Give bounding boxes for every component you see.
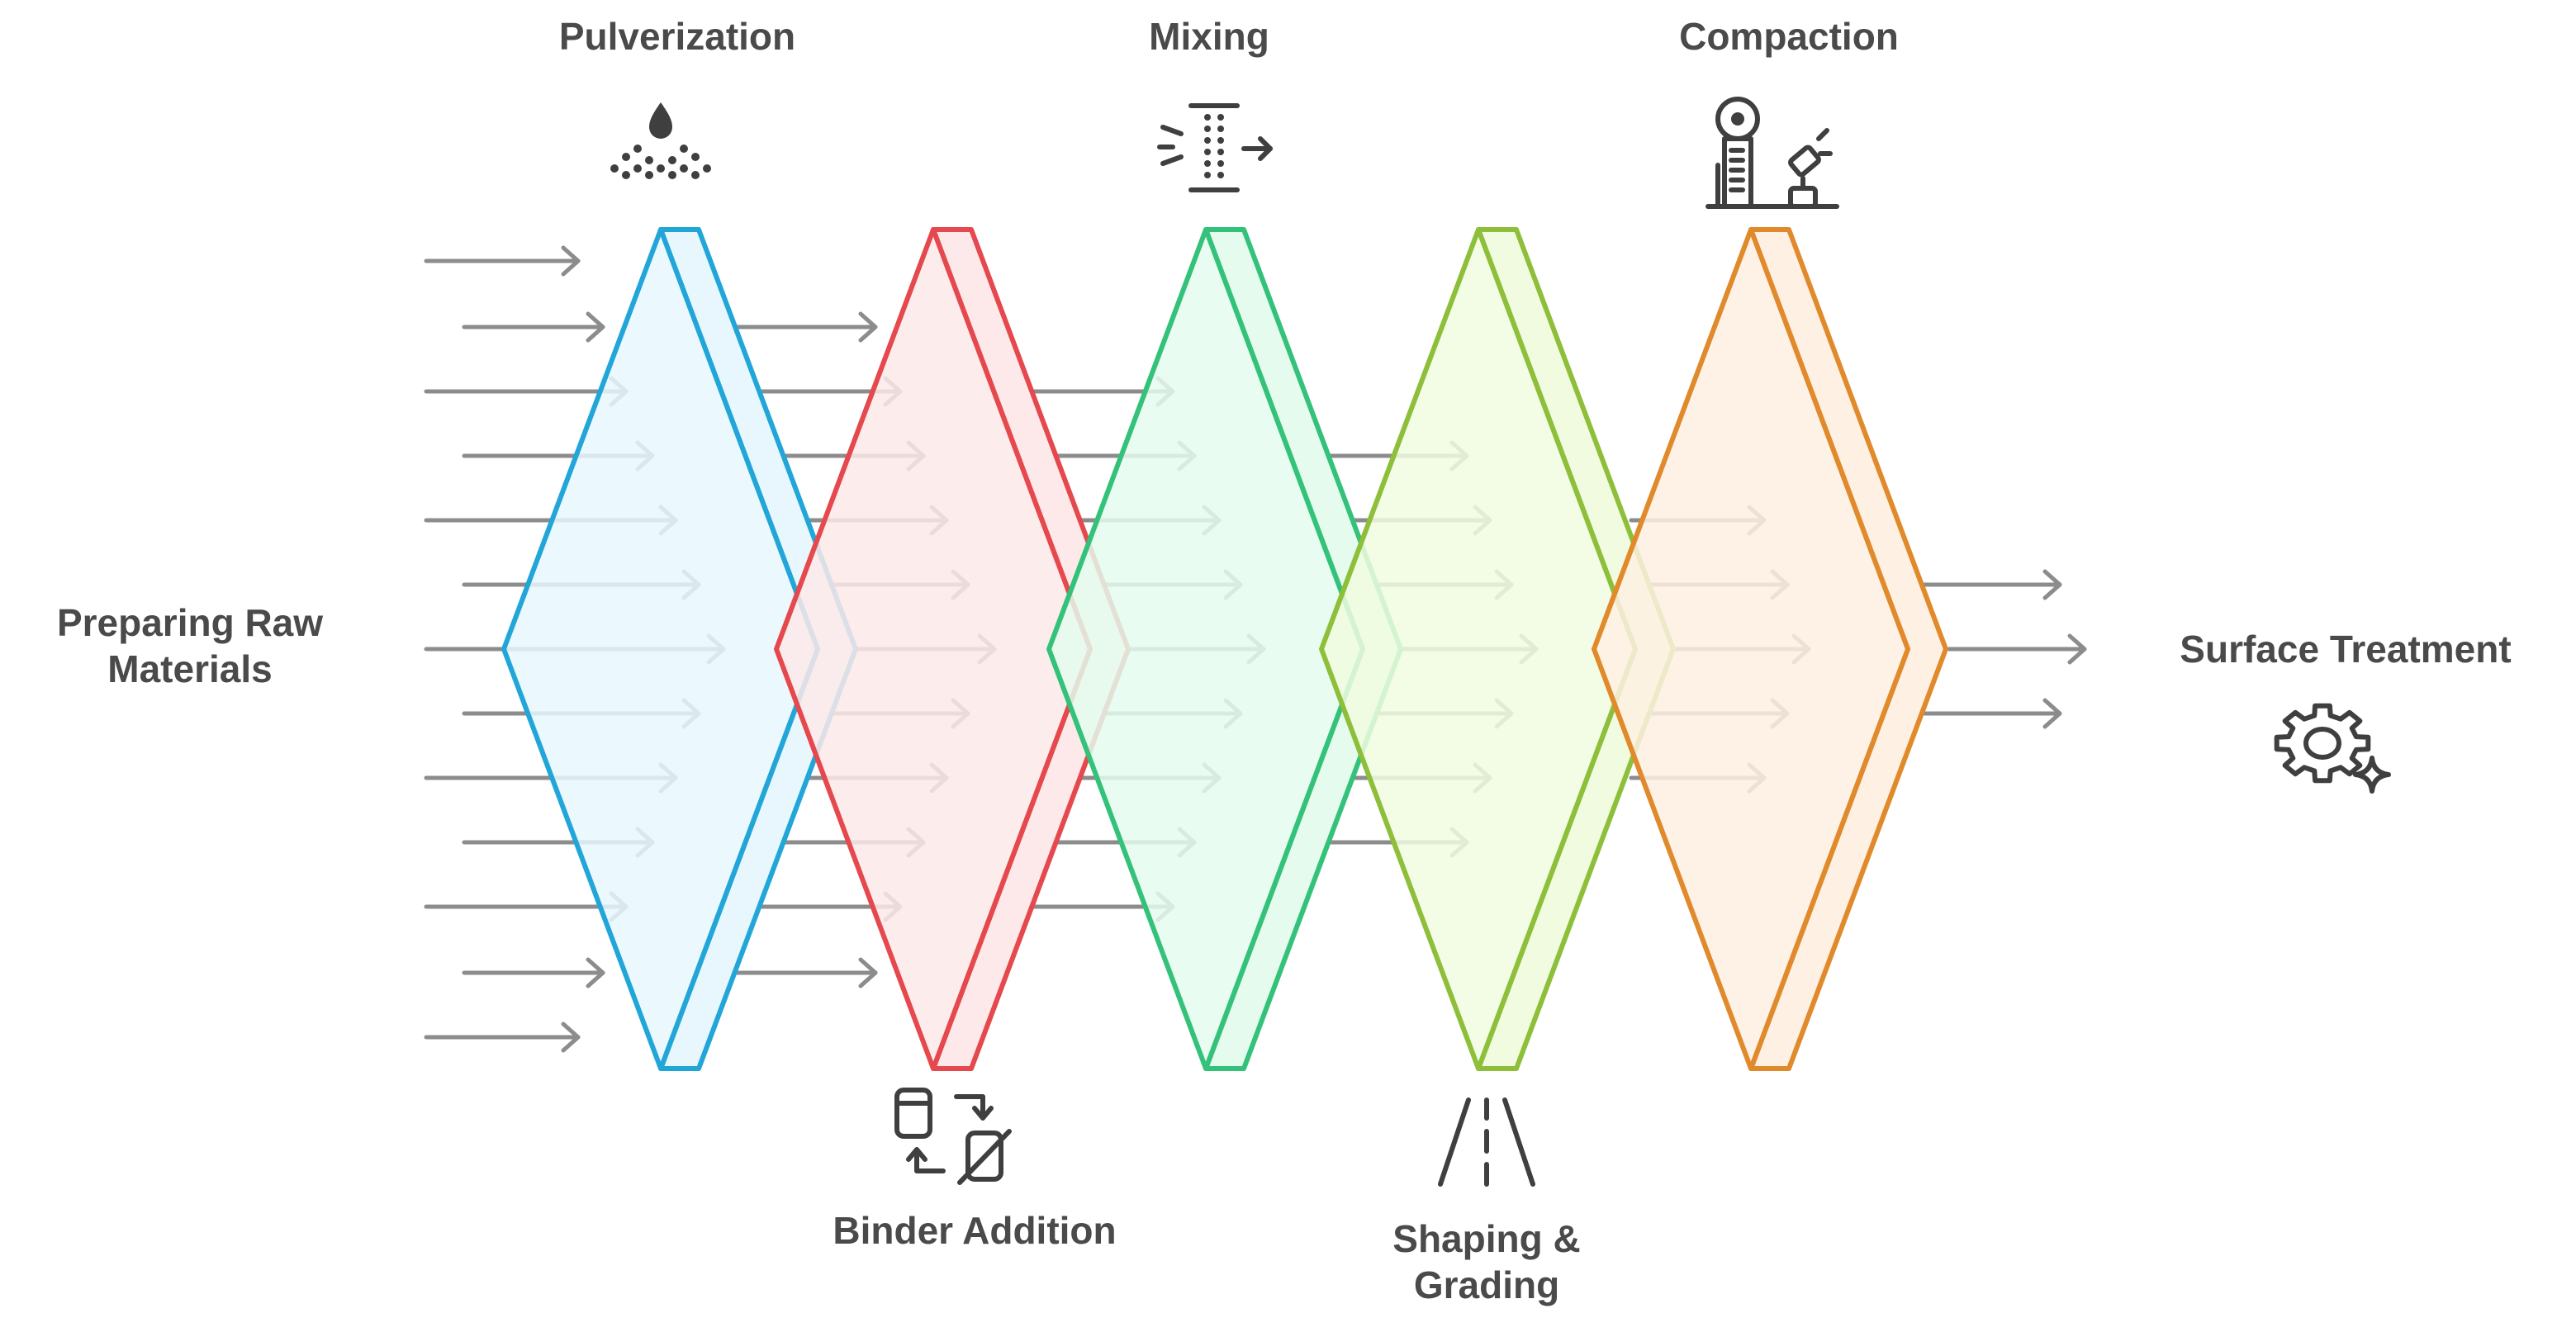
stage-label-compaction: Compaction: [1679, 15, 1899, 58]
stage-shaping-grading: [1319, 227, 1676, 1071]
start-label: Preparing Raw Materials: [56, 601, 324, 690]
sprinkler-icon: [610, 102, 711, 179]
stage-binder-addition: [774, 227, 1131, 1071]
stage-mixing: [1046, 227, 1403, 1071]
mixing-flow-icon: [1157, 103, 1273, 192]
substitution-arrows-icon: [894, 1088, 1012, 1185]
end-label: Surface Treatment: [2180, 628, 2512, 671]
compaction-machine-icon: [1705, 97, 1839, 209]
flow-arrow: [733, 311, 878, 343]
flow-arrow: [462, 311, 605, 343]
gear-sparkle-icon: [2274, 703, 2391, 794]
road-icon: [1438, 1097, 1535, 1187]
stage-icons: [610, 97, 2391, 1187]
flow-arrow: [462, 957, 605, 988]
flow-arrow: [1947, 633, 2087, 665]
stage-shapes: [501, 227, 1948, 1071]
stage-label-shaping-grading: Shaping & Grading: [1392, 1217, 1581, 1306]
stage-face: [774, 227, 1093, 1071]
stage-face: [1592, 227, 1910, 1071]
flow-arrow: [1922, 569, 2062, 600]
stage-face: [1046, 227, 1365, 1071]
stage-compaction: [1592, 227, 1948, 1071]
flow-arrow: [424, 245, 581, 277]
flow-arrow: [424, 1022, 581, 1053]
stage-label-binder-addition: Binder Addition: [833, 1209, 1117, 1252]
stage-face: [501, 227, 820, 1071]
flow-arrow: [733, 957, 878, 988]
flow-arrow: [1922, 698, 2062, 729]
stage-label-pulverization: Pulverization: [558, 15, 796, 58]
stage-face: [1319, 227, 1638, 1071]
stage-label-mixing: Mixing: [1149, 15, 1269, 58]
